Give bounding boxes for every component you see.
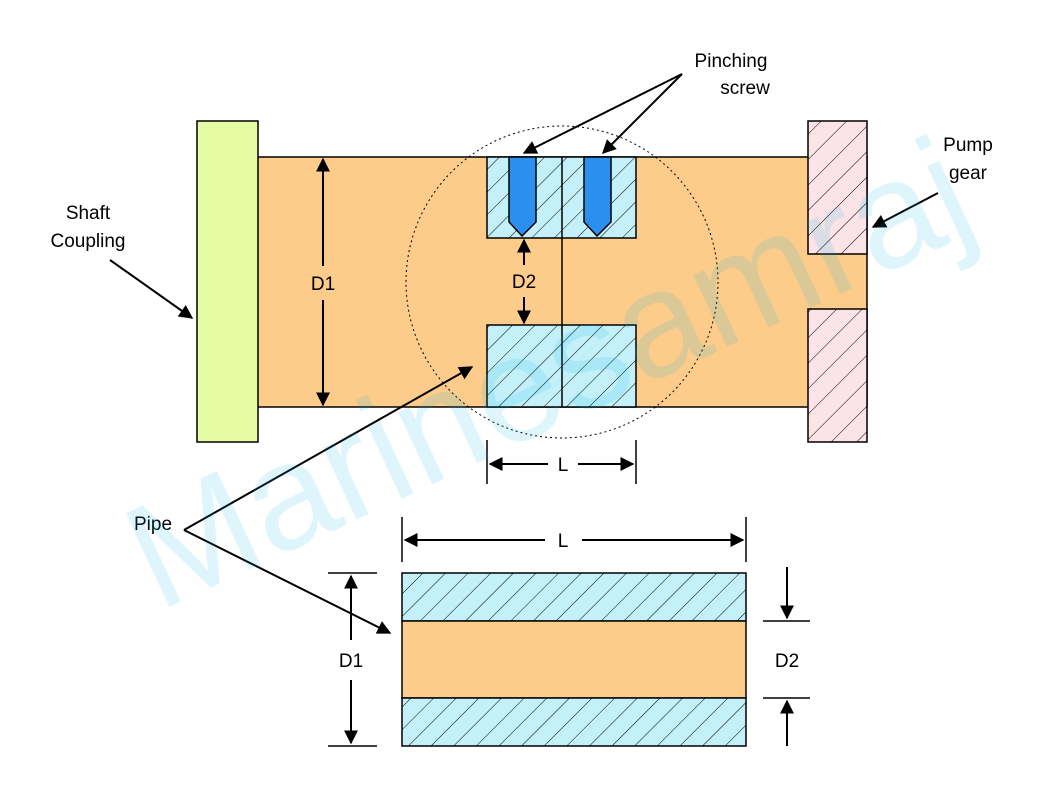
pipe-detail-bottom-wall: [401, 697, 747, 747]
pump-gear-lower: [807, 308, 868, 443]
shaft-coupling-pointer: [109, 259, 194, 319]
pipe-pointer-top: [183, 366, 474, 531]
pinching-screw-label-line2: screw: [720, 78, 770, 99]
l-top-label: L: [558, 455, 569, 476]
d1-top-label: D1: [311, 274, 335, 295]
shaft-coupling: [196, 120, 259, 443]
shaft-coupling-label-line2: Coupling: [51, 231, 126, 252]
pump-gear-label-line1: Pump: [943, 135, 993, 156]
shaft-coupling-label-line1: Shaft: [66, 203, 111, 224]
pinching-screw-label-line1: Pinching: [695, 51, 768, 72]
pinching-pointer-right: [602, 73, 683, 154]
detail-circle: [405, 125, 719, 439]
pinching-screw-left: [508, 156, 537, 238]
l-bottom-label: L: [558, 531, 569, 552]
pump-gear-label-line2: gear: [949, 163, 988, 184]
pump-gear-upper: [807, 120, 868, 255]
pipe-pointer-bottom: [183, 529, 392, 634]
pinching-pointer-left: [522, 73, 683, 154]
pipe-label: Pipe: [134, 514, 172, 535]
d2-top-label: D2: [512, 272, 536, 293]
pinching-screw-right: [583, 156, 612, 238]
pipe-detail-top-wall: [401, 572, 747, 622]
d1-bottom-label: D1: [339, 651, 363, 672]
pipe-detail-bore: [401, 620, 747, 699]
d2-bottom-label: D2: [775, 651, 799, 672]
pump-gear-pointer: [871, 192, 939, 228]
